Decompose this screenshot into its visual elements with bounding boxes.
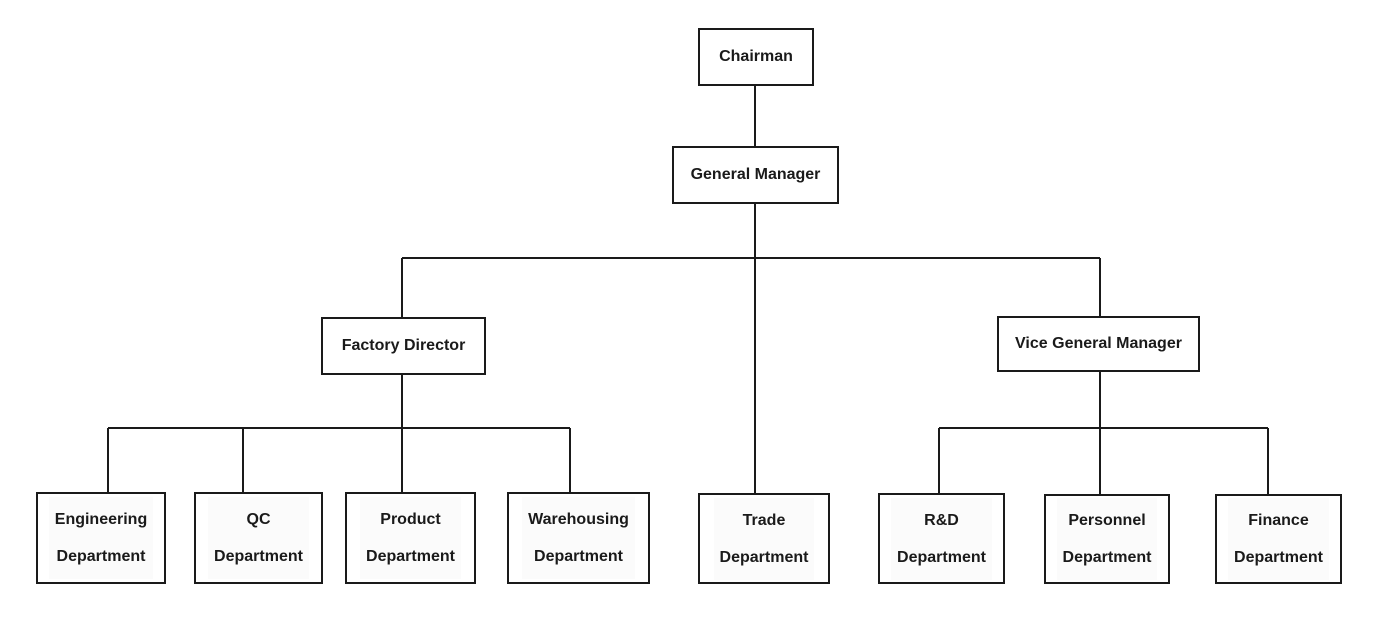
- factory-director-box: Factory Director: [321, 317, 486, 375]
- personnel-department-label: Personnel Department: [1056, 498, 1158, 580]
- rd-department-box: R&D Department: [878, 493, 1005, 584]
- engineering-department-label: Engineering Department: [48, 497, 154, 579]
- finance-department-box: Finance Department: [1215, 494, 1342, 584]
- rd-department-label: R&D Department: [891, 497, 992, 580]
- dept-name: Engineering: [54, 511, 148, 528]
- chairman-box: Chairman: [698, 28, 814, 86]
- trade-department-box: Trade Department: [698, 493, 830, 584]
- dept-suffix: Department: [366, 548, 455, 565]
- vice-general-manager-label: Vice General Manager: [1015, 335, 1182, 352]
- dept-suffix: Department: [534, 548, 623, 565]
- qc-department-label: QC Department: [208, 497, 309, 579]
- product-department-label: Product Department: [360, 497, 461, 579]
- warehousing-department-label: Warehousing Department: [522, 497, 635, 579]
- dept-name: R&D: [924, 511, 959, 529]
- trade-department-label: Trade Department: [713, 497, 815, 580]
- dept-suffix: Department: [1234, 549, 1323, 566]
- factory-director-label: Factory Director: [341, 337, 466, 354]
- engineering-department-box: Engineering Department: [36, 492, 166, 584]
- dept-name: Finance: [1248, 512, 1309, 529]
- personnel-department-box: Personnel Department: [1044, 494, 1170, 584]
- dept-suffix: Department: [56, 548, 146, 565]
- product-department-box: Product Department: [345, 492, 476, 584]
- dept-suffix: Department: [1062, 549, 1152, 566]
- dept-name: Warehousing: [528, 511, 629, 528]
- dept-name: Personnel: [1068, 512, 1146, 529]
- dept-suffix: Department: [897, 548, 986, 566]
- dept-suffix: Department: [214, 548, 303, 565]
- vice-general-manager-box: Vice General Manager: [997, 316, 1200, 372]
- general-manager-box: General Manager: [672, 146, 839, 204]
- dept-name: Product: [380, 511, 441, 528]
- dept-name: QC: [246, 511, 271, 528]
- dept-suffix: Department: [719, 548, 809, 566]
- warehousing-department-box: Warehousing Department: [507, 492, 650, 584]
- general-manager-label: General Manager: [690, 166, 821, 183]
- finance-department-label: Finance Department: [1228, 498, 1329, 580]
- qc-department-box: QC Department: [194, 492, 323, 584]
- dept-name: Trade: [742, 511, 786, 529]
- chairman-label: Chairman: [719, 48, 793, 65]
